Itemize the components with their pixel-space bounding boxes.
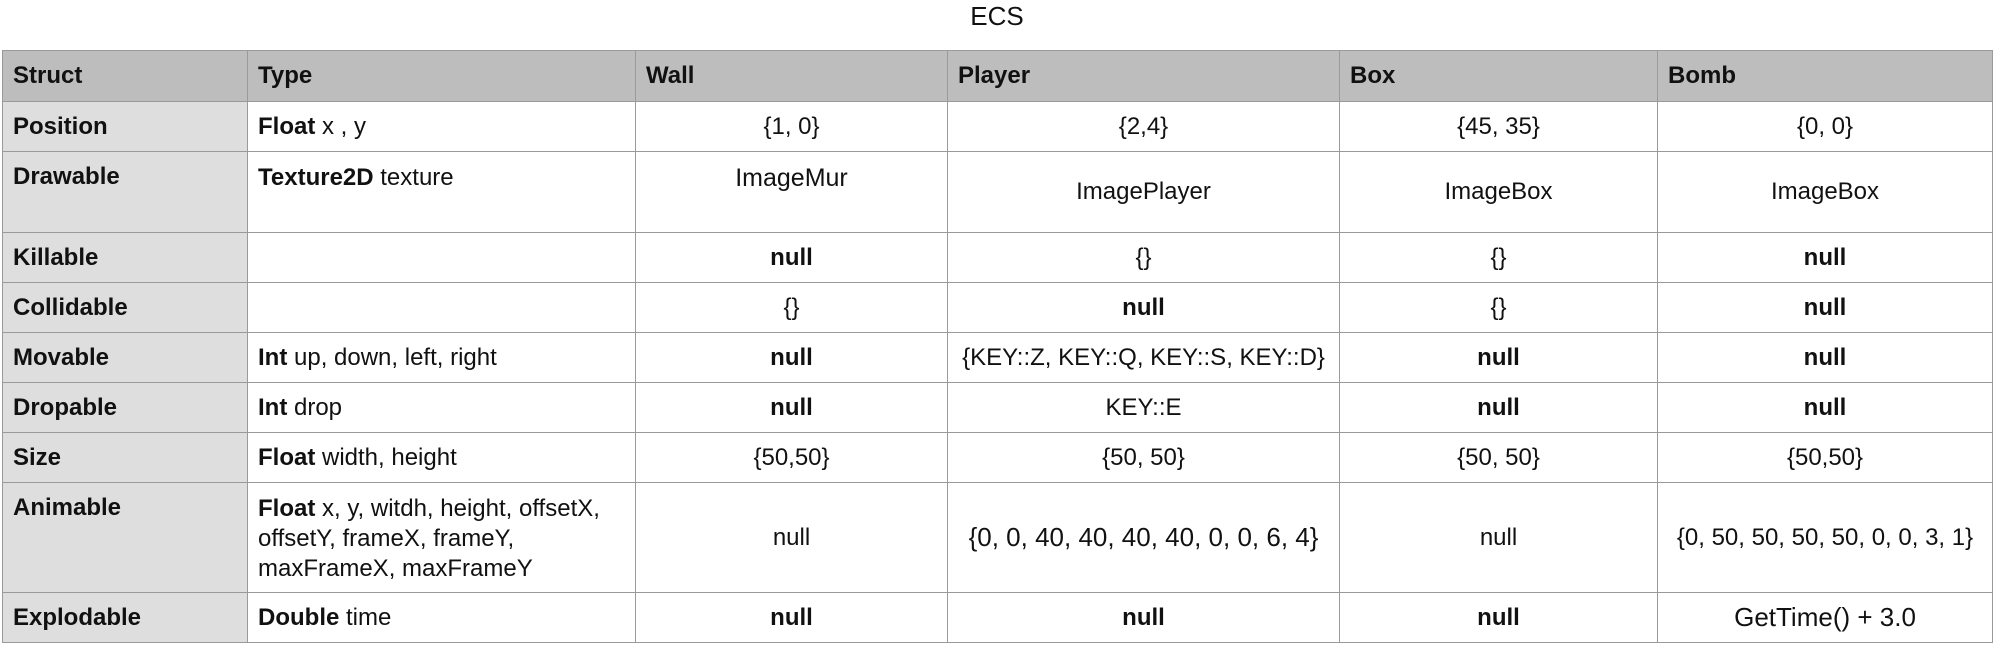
struct-cell: Killable	[2, 232, 248, 283]
value-cell-player: {50, 50}	[947, 432, 1340, 483]
value-cell-player: KEY::E	[947, 382, 1340, 433]
value-cell-box: {45, 35}	[1339, 101, 1658, 152]
value-cell-player: {KEY::Z, KEY::Q, KEY::S, KEY::D}	[947, 332, 1340, 383]
type-fields: time	[339, 603, 392, 631]
value-cell-box: {50, 50}	[1339, 432, 1658, 483]
value-cell-wall: null	[635, 332, 948, 383]
value-cell-bomb: null	[1657, 382, 1993, 433]
value-cell-box: null	[1339, 592, 1658, 643]
type-cell	[247, 282, 636, 333]
table-row: Killable null {} {} null	[2, 232, 1993, 283]
struct-cell: Position	[2, 101, 248, 152]
type-name: Int	[258, 393, 288, 421]
value-cell-bomb: ImageBox	[1657, 151, 1993, 233]
type-cell: Float x, y, witdh, height, offsetX, offs…	[247, 482, 636, 593]
table-row: Movable Int up, down, left, right null {…	[2, 332, 1993, 383]
value-cell-player: {0, 0, 40, 40, 40, 40, 0, 0, 6, 4}	[947, 482, 1340, 593]
header-row: Struct Type Wall Player Box Bomb	[2, 50, 1993, 102]
value-cell-wall: {}	[635, 282, 948, 333]
value-cell-box: {}	[1339, 282, 1658, 333]
value-cell-wall: null	[635, 382, 948, 433]
value-cell-box: {}	[1339, 232, 1658, 283]
table-row: Size Float width, height {50,50} {50, 50…	[2, 432, 1993, 483]
type-fields: x , y	[315, 112, 366, 140]
header-bomb: Bomb	[1657, 50, 1993, 102]
table-row: Position Float x , y {1, 0} {2,4} {45, 3…	[2, 101, 1993, 152]
struct-cell: Size	[2, 432, 248, 483]
type-name: Float	[258, 495, 316, 522]
table-row: Drawable Texture2D texture ImageMur Imag…	[2, 151, 1993, 233]
table-row: Animable Float x, y, witdh, height, offs…	[2, 482, 1993, 593]
value-cell-player: {2,4}	[947, 101, 1340, 152]
value-cell-bomb: null	[1657, 332, 1993, 383]
type-name: Float	[258, 443, 316, 471]
type-cell: Float width, height	[247, 432, 636, 483]
type-cell: Int drop	[247, 382, 636, 433]
struct-cell: Animable	[2, 482, 248, 593]
type-fields: x, y, witdh, height, offsetX, offsetY, f…	[258, 495, 600, 582]
struct-cell: Explodable	[2, 592, 248, 643]
value-cell-player: null	[947, 592, 1340, 643]
value-cell-bomb: {0, 0}	[1657, 101, 1993, 152]
value-cell-player: {}	[947, 232, 1340, 283]
value-cell-box: null	[1339, 382, 1658, 433]
struct-cell: Drawable	[2, 151, 248, 233]
struct-cell: Collidable	[2, 282, 248, 333]
value-cell-box: null	[1339, 332, 1658, 383]
value-cell-bomb: null	[1657, 282, 1993, 333]
value-cell-wall: null	[635, 482, 948, 593]
table-row: Collidable {} null {} null	[2, 282, 1993, 333]
type-fields: width, height	[315, 443, 457, 471]
type-name: Texture2D	[258, 164, 374, 191]
type-fields: up, down, left, right	[287, 343, 497, 371]
header-struct: Struct	[2, 50, 248, 102]
value-cell-wall: ImageMur	[635, 151, 948, 233]
value-cell-player: ImagePlayer	[947, 151, 1340, 233]
header-wall: Wall	[635, 50, 948, 102]
type-cell: Float x , y	[247, 101, 636, 152]
struct-cell: Movable	[2, 332, 248, 383]
value-cell-bomb: {0, 50, 50, 50, 50, 0, 0, 3, 1}	[1657, 482, 1993, 593]
type-cell: Int up, down, left, right	[247, 332, 636, 383]
value-cell-player: null	[947, 282, 1340, 333]
value-cell-bomb: GetTime() + 3.0	[1657, 592, 1993, 643]
header-type: Type	[247, 50, 636, 102]
value-cell-wall: {1, 0}	[635, 101, 948, 152]
type-cell: Double time	[247, 592, 636, 643]
value-cell-wall: null	[635, 592, 948, 643]
value-cell-wall: {50,50}	[635, 432, 948, 483]
type-fields: drop	[287, 393, 343, 421]
header-box: Box	[1339, 50, 1658, 102]
type-cell	[247, 232, 636, 283]
header-player: Player	[947, 50, 1340, 102]
value-cell-bomb: {50,50}	[1657, 432, 1993, 483]
table-row: Dropable Int drop null KEY::E null null	[2, 382, 1993, 433]
type-name: Double	[258, 603, 340, 631]
page-title: ECS	[970, 1, 1024, 31]
type-fields: texture	[373, 164, 454, 191]
value-cell-bomb: null	[1657, 232, 1993, 283]
value-cell-box: ImageBox	[1339, 151, 1658, 233]
table-row: Explodable Double time null null null Ge…	[2, 592, 1993, 643]
value-cell-box: null	[1339, 482, 1658, 593]
ecs-table: Struct Type Wall Player Box Bomb Positio…	[2, 50, 1993, 643]
struct-cell: Dropable	[2, 382, 248, 433]
type-name: Float	[258, 112, 316, 140]
type-cell: Texture2D texture	[247, 151, 636, 233]
value-cell-wall: null	[635, 232, 948, 283]
type-name: Int	[258, 343, 288, 371]
